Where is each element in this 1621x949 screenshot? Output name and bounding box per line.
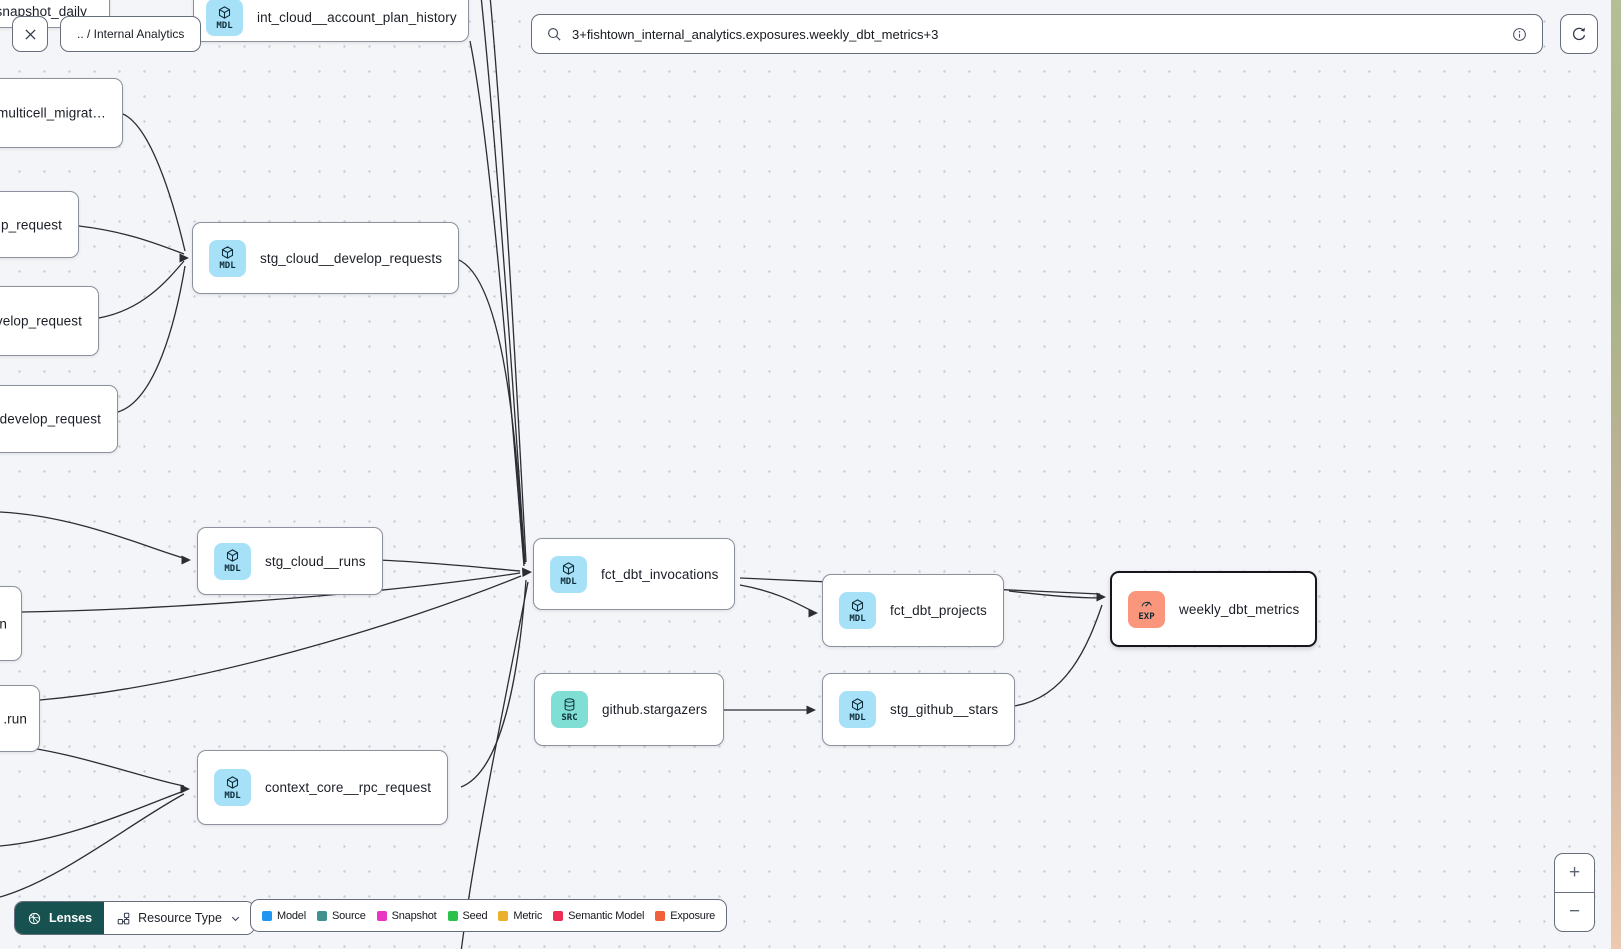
- legend-item-metric: Metric: [498, 910, 542, 922]
- semantic-model-color-swatch: [553, 910, 564, 921]
- zoom-controls: + −: [1554, 853, 1595, 932]
- node-develop-request[interactable]: .develop_request: [0, 385, 118, 453]
- legend-item-seed: Seed: [447, 910, 488, 922]
- chevron-down-icon: [229, 912, 242, 925]
- node-github-stargazers[interactable]: SRC github.stargazers: [534, 673, 725, 746]
- node-p-request[interactable]: p_request: [0, 191, 79, 258]
- node-label: snapshot_daily: [0, 4, 87, 19]
- search-icon: [546, 26, 563, 43]
- model-cube-icon: MDL: [209, 239, 246, 277]
- node-stg-github-stars[interactable]: MDL stg_github__stars: [822, 673, 1016, 746]
- source-color-swatch: [316, 910, 327, 921]
- breadcrumb[interactable]: .. / Internal Analytics: [60, 16, 202, 52]
- lenses-label: Lenses: [49, 911, 93, 925]
- node-n[interactable]: n: [0, 586, 22, 661]
- legend-item-semantic-model: Semantic Model: [553, 910, 644, 922]
- minus-icon: −: [1568, 901, 1581, 922]
- node-label: velop_request: [0, 313, 82, 329]
- lens-aperture-icon: [27, 911, 42, 926]
- legend-item-model: Model: [262, 910, 306, 922]
- legend: Model Source Snapshot Seed Metric Semant…: [250, 899, 728, 932]
- node-label: weekly_dbt_metrics: [1179, 601, 1300, 617]
- lenses-toolbar: Lenses Resource Type: [14, 901, 255, 935]
- plus-icon: +: [1568, 862, 1581, 883]
- search-bar: [531, 14, 1543, 54]
- legend-item-snapshot: Snapshot: [376, 910, 437, 922]
- node-label: p_request: [1, 217, 62, 232]
- close-icon: [22, 26, 39, 43]
- node-label: int_cloud__account_plan_history: [257, 10, 457, 25]
- resource-type-label: Resource Type: [138, 911, 222, 925]
- node-weekly-dbt-metrics[interactable]: EXP weekly_dbt_metrics: [1110, 571, 1318, 647]
- lenses-button[interactable]: Lenses: [15, 902, 105, 934]
- snapshot-color-swatch: [376, 910, 387, 921]
- node-label: stg_cloud__develop_requests: [260, 250, 443, 266]
- resource-type-dropdown[interactable]: Resource Type: [104, 902, 254, 934]
- node-label: .run: [3, 711, 27, 726]
- breadcrumb-label: .. / Internal Analytics: [77, 27, 185, 41]
- node-label: n: [0, 616, 7, 631]
- node-label: multicell_migrat…: [0, 105, 106, 121]
- zoom-out-button[interactable]: −: [1555, 893, 1594, 931]
- node-fct-dbt-invocations[interactable]: MDL fct_dbt_invocations: [533, 538, 736, 610]
- model-cube-icon: MDL: [550, 555, 587, 593]
- model-cube-icon: MDL: [214, 542, 251, 580]
- node-label: fct_dbt_invocations: [601, 566, 719, 582]
- model-cube-icon: MDL: [214, 769, 251, 806]
- node-snapshot-daily[interactable]: snapshot_daily: [0, 0, 110, 28]
- node-label: github.stargazers: [602, 702, 708, 717]
- model-color-swatch: [262, 910, 272, 921]
- node-context-core-rpc-request[interactable]: MDL context_core__rpc_request: [197, 750, 449, 825]
- node-stg-cloud-develop-requests[interactable]: MDL stg_cloud__develop_requests: [192, 222, 460, 294]
- seed-color-swatch: [447, 910, 458, 921]
- metric-color-swatch: [498, 910, 509, 921]
- exposure-gauge-icon: EXP: [1128, 590, 1165, 628]
- refresh-icon: [1570, 25, 1588, 43]
- node-run[interactable]: .run: [0, 685, 40, 752]
- node-label: fct_dbt_projects: [890, 603, 987, 618]
- desktop-wallpaper-edge: [1611, 0, 1621, 949]
- search-input[interactable]: [572, 26, 1502, 42]
- info-icon[interactable]: [1511, 26, 1528, 43]
- source-database-icon: SRC: [551, 691, 588, 728]
- node-stg-cloud-runs[interactable]: MDL stg_cloud__runs: [197, 527, 383, 595]
- model-cube-icon: MDL: [839, 691, 876, 728]
- node-velop-request[interactable]: velop_request: [0, 286, 99, 356]
- node-label: .develop_request: [0, 411, 101, 427]
- refresh-button[interactable]: [1560, 14, 1598, 54]
- node-multicell-migrat[interactable]: multicell_migrat…: [0, 78, 123, 148]
- hierarchy-icon: [116, 911, 131, 926]
- node-int-cloud-account-plan-history[interactable]: MDL int_cloud__account_plan_history: [193, 0, 469, 42]
- node-label: context_core__rpc_request: [265, 780, 432, 795]
- node-fct-dbt-projects[interactable]: MDL fct_dbt_projects: [822, 574, 1004, 647]
- legend-item-exposure: Exposure: [655, 910, 715, 922]
- model-cube-icon: MDL: [206, 0, 243, 36]
- node-label: stg_cloud__runs: [265, 553, 366, 569]
- node-label: stg_github__stars: [890, 702, 999, 717]
- close-button[interactable]: [12, 16, 48, 52]
- model-cube-icon: MDL: [839, 592, 876, 629]
- legend-item-source: Source: [316, 910, 366, 922]
- exposure-color-swatch: [655, 910, 666, 921]
- zoom-in-button[interactable]: +: [1555, 854, 1594, 893]
